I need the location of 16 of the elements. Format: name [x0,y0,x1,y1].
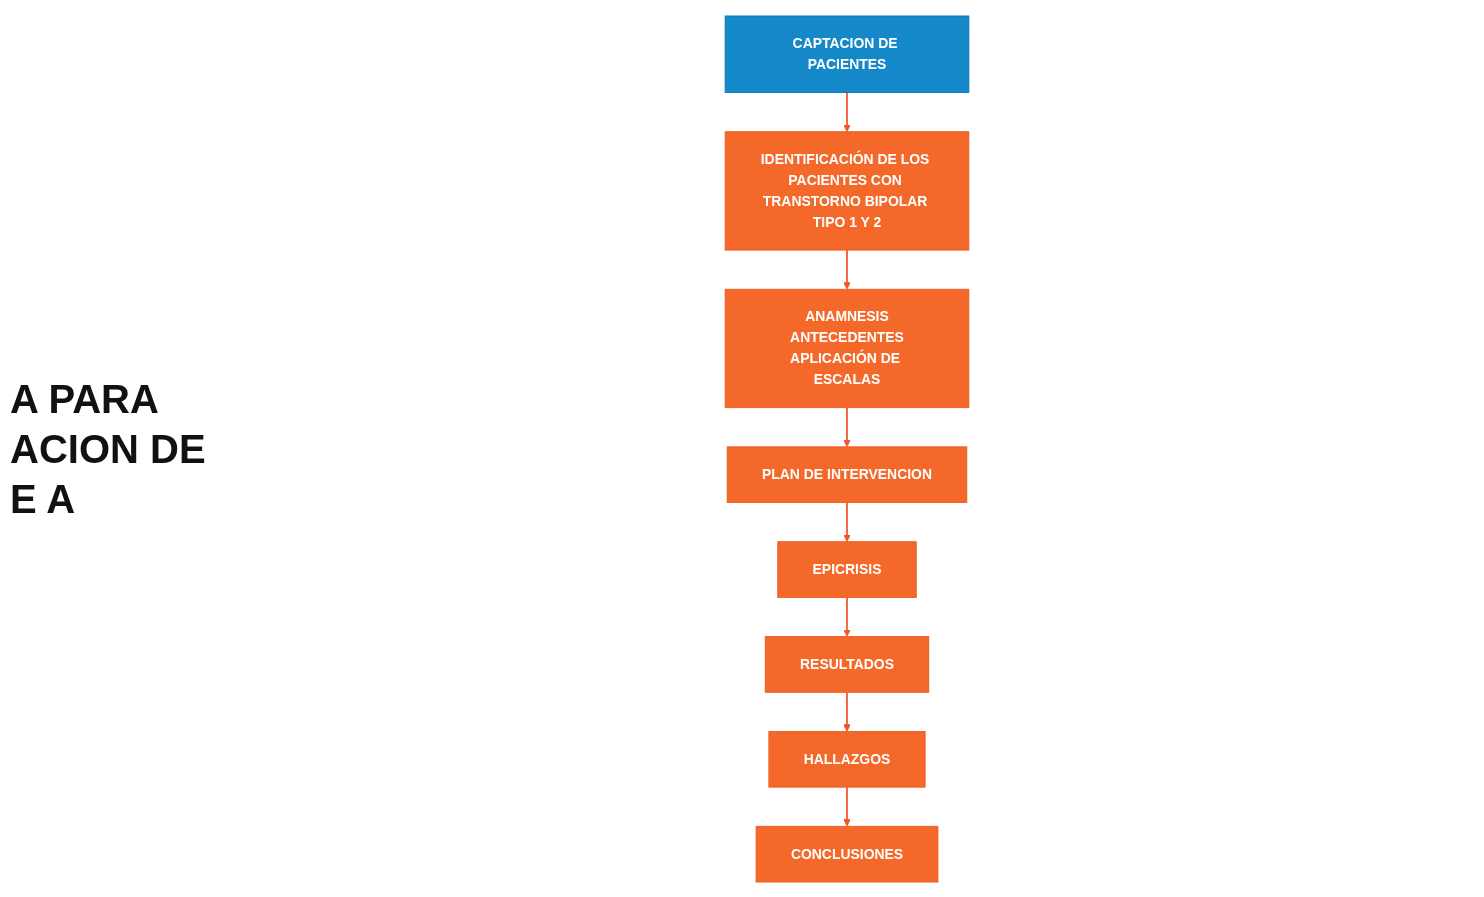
arrow [843,596,851,637]
node-box: EPICRISIS [777,540,917,598]
node-box: ANAMNESIS ANTECEDENTES APLICACIÓN DE ESCALAS [724,288,970,408]
node-box: CONCLUSIONES [755,825,939,882]
node-box: RESULTADOS [764,635,930,693]
arrow [843,785,851,827]
arrow [843,406,851,447]
node-box: HALLAZGOS [768,730,926,788]
arrow [843,501,851,542]
node-box: CAPTACION DE PACIENTES [724,15,970,93]
node-box: PLAN DE INTERVENCION [726,445,968,503]
arrow [843,248,851,290]
arrow [843,91,851,132]
node-box: IDENTIFICACIÓN DE LOS PACIENTES CON TRANSTORNO BIPOLAR TIPO 1 Y 2 [724,130,970,251]
arrow [843,690,851,732]
side-title: A PARA ACION DE E A [10,375,207,523]
